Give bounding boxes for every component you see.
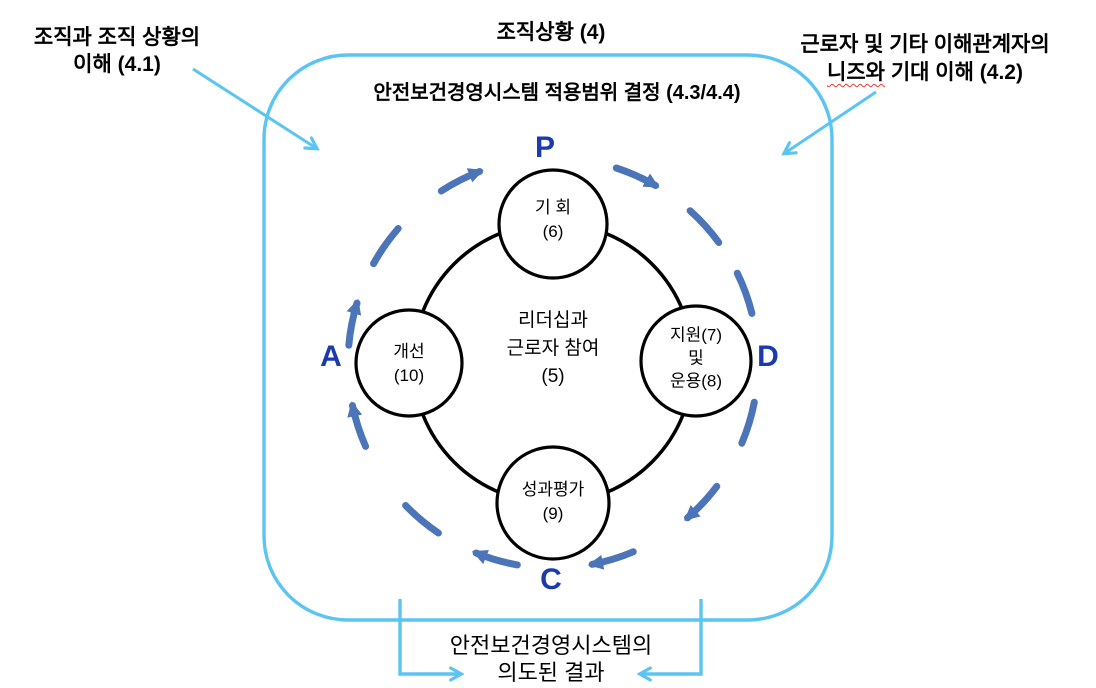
node-do-line3: 운용(8) — [669, 371, 723, 391]
label-intended-outcomes: 안전보건경영시스템의 의도된 결과 — [401, 632, 701, 686]
label-context-4-1-line1: 조직과 조직 상황의 — [33, 26, 201, 49]
center-leadership-line3: (5) — [541, 366, 565, 387]
bracket-left-arrow — [398, 599, 460, 674]
node-plan-label: 기 회 (6) — [535, 196, 571, 244]
node-check-line1: 성과평가 — [521, 480, 585, 499]
node-act-circle — [354, 308, 464, 418]
letter-do: D — [757, 340, 779, 373]
node-check-label: 성과평가 (9) — [522, 478, 585, 526]
center-leadership-line2: 근로자 참여 — [506, 338, 600, 359]
title-ohsms-scope: 안전보건경영시스템 적용범위 결정 (4.3/4.4) — [373, 82, 741, 104]
node-do-label: 지원(7) 및 운용(8) — [670, 324, 722, 393]
node-plan-line1: 기 회 — [534, 198, 572, 217]
node-do-line1: 지원(7) — [669, 325, 723, 345]
title-organization-context: 조직상황 (4) — [496, 21, 606, 44]
letter-plan: P — [534, 131, 556, 164]
node-act-line2: (10) — [393, 366, 425, 385]
center-leadership-label: 리더십과 근로자 참여 (5) — [507, 307, 600, 391]
node-check-line2: (9) — [542, 504, 564, 523]
label-context-4-1: 조직과 조직 상황의 이해 (4.1) — [0, 24, 234, 78]
bracket-right-arrow — [641, 599, 703, 674]
label-intended-outcomes-line2: 의도된 결과 — [497, 660, 605, 685]
node-plan-line2: (6) — [542, 222, 564, 241]
node-act-label: 개선 (10) — [393, 340, 424, 388]
node-do-circle — [639, 304, 753, 418]
spellcheck-underlined-word: 니즈와 — [827, 61, 885, 84]
label-context-4-1-line2: 이해 (4.1) — [73, 53, 161, 76]
node-check-circle — [495, 445, 611, 561]
letter-check: C — [540, 563, 562, 596]
label-needs-4-2: 근로자 및 기타 이해관계자의 니즈와 기대 이해 (4.2) — [758, 31, 1092, 87]
center-leadership-line1: 리더십과 — [518, 310, 588, 331]
node-act-line1: 개선 — [393, 342, 425, 361]
letter-act: A — [320, 340, 342, 373]
node-plan-circle — [497, 168, 609, 280]
arrow-context-4-1 — [192, 67, 316, 148]
label-needs-4-2-line1: 근로자 및 기타 이해관계자의 — [800, 33, 1050, 56]
label-needs-4-2-line2: 니즈와 기대 이해 (4.2) — [758, 59, 1092, 87]
label-intended-outcomes-line1: 안전보건경영시스템의 — [449, 633, 653, 658]
boundary-rounded-rect — [262, 53, 834, 622]
pdca-dashed-ring — [345, 164, 758, 570]
arrow-needs-4-2 — [785, 90, 877, 153]
node-do-line2: 및 — [688, 348, 704, 368]
label-needs-4-2-line2-rest: 기대 이해 (4.2) — [885, 61, 1023, 84]
